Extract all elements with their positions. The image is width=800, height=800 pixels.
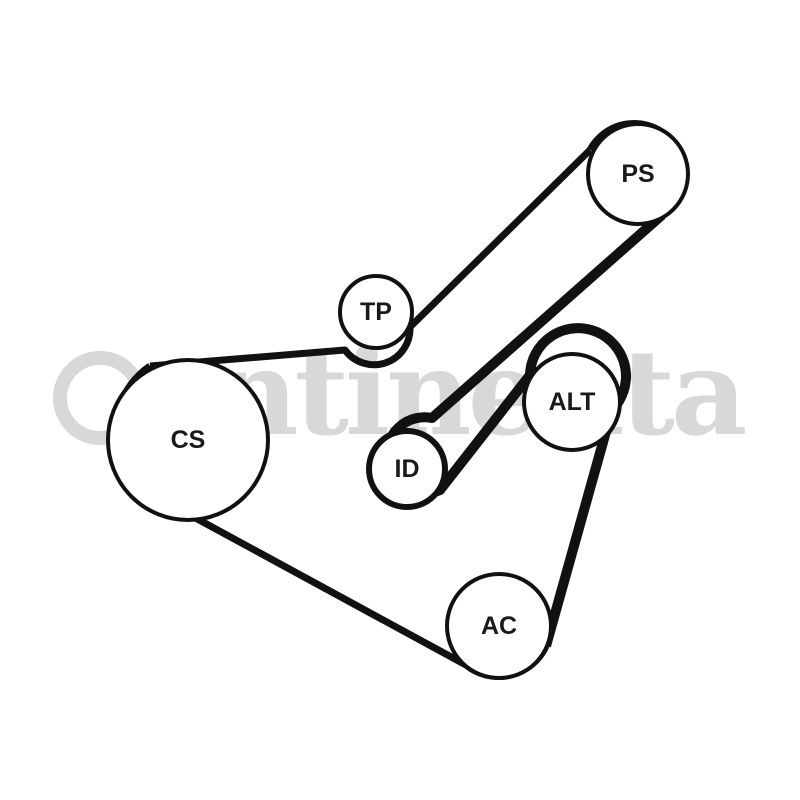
pulley-ac-circle	[445, 572, 553, 680]
pulley-id: ID	[366, 428, 448, 510]
pulley-alt-circle	[522, 352, 622, 452]
pulley-ac: AC	[445, 572, 553, 680]
pulley-tp-label: TP	[360, 298, 392, 326]
pulley-id-label: ID	[395, 455, 420, 483]
pulley-ac-label: AC	[481, 612, 517, 640]
pulley-tp-circle	[338, 274, 414, 350]
pulley-cs-circle	[106, 358, 270, 522]
pulley-tp: TP	[338, 274, 414, 350]
pulley-ps-label: PS	[621, 160, 654, 188]
pulley-id-circle	[366, 428, 448, 510]
belt-upper-run	[149, 147, 593, 370]
pulley-alt: ALT	[522, 352, 622, 452]
pulley-cs-label: CS	[171, 426, 206, 454]
pulley-cs: CS	[106, 358, 270, 522]
pulley-alt-label: ALT	[549, 388, 596, 416]
pulley-ps-circle	[586, 122, 690, 226]
pulley-ps: PS	[586, 122, 690, 226]
